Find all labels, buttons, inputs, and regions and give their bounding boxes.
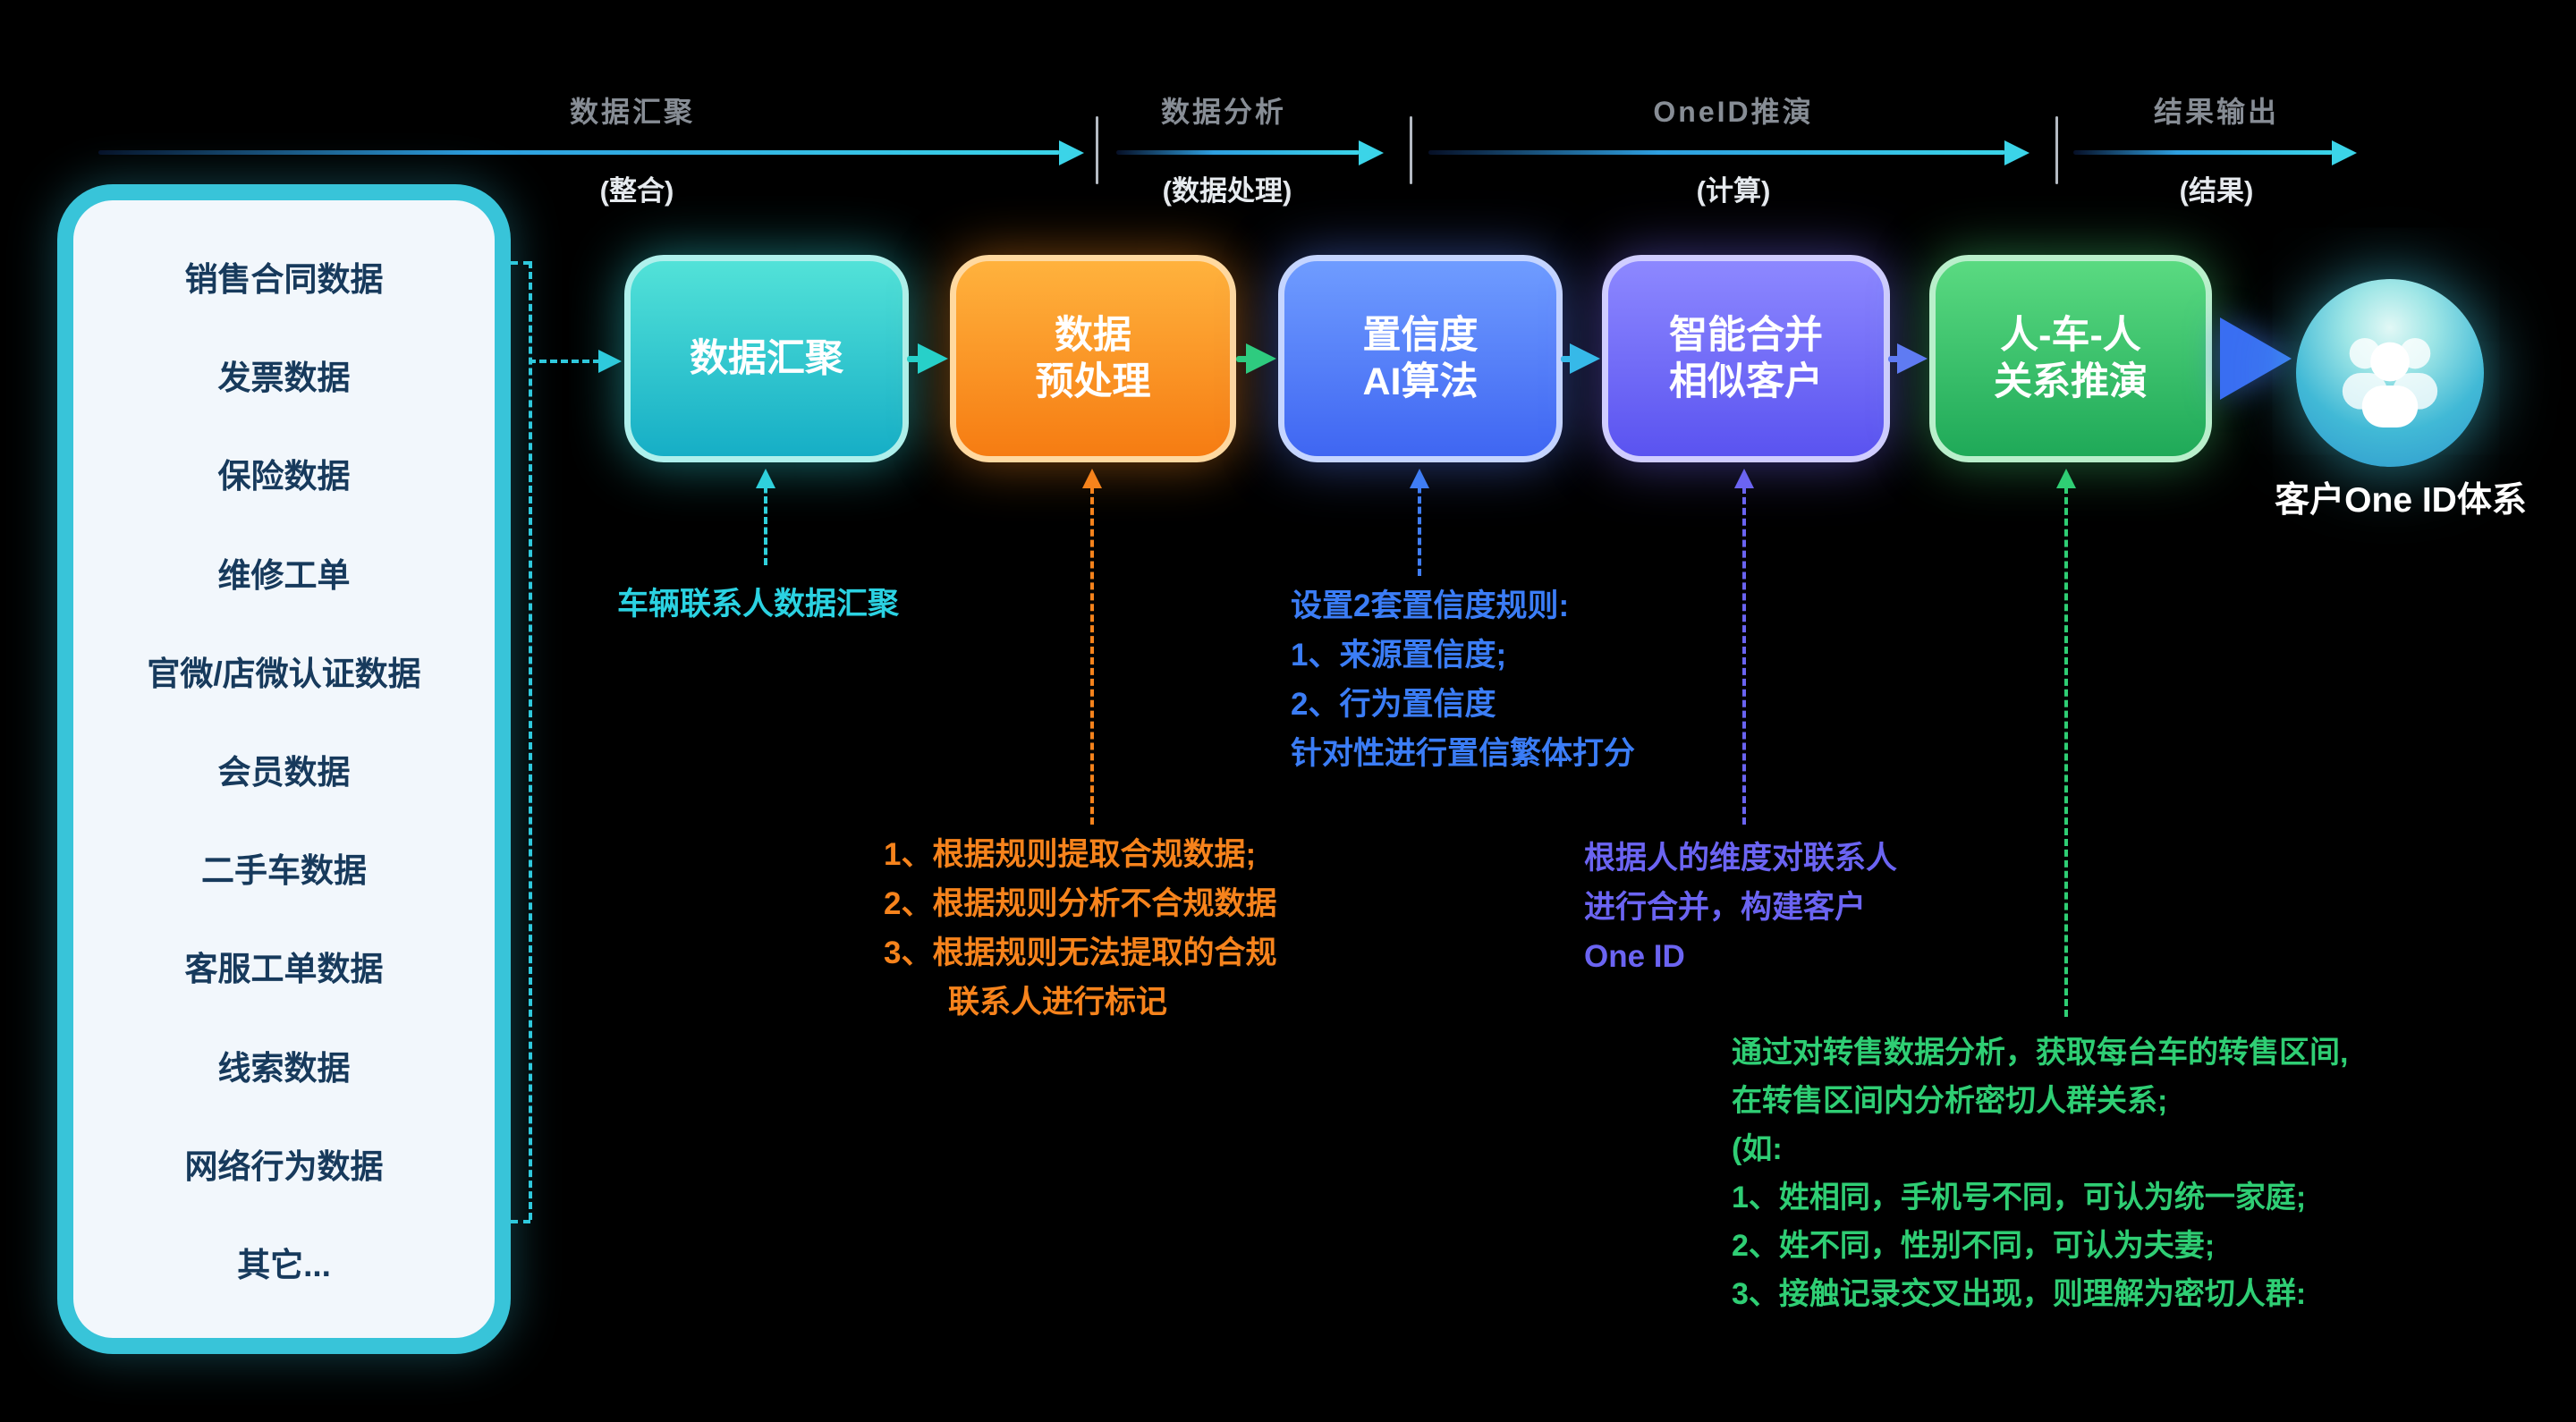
panel-to-step-arrow — [529, 360, 600, 363]
step-smart-merge: 智能合并 相似客户 — [1602, 255, 1890, 462]
source-item: 会员数据 — [217, 753, 351, 791]
source-item: 其它... — [237, 1246, 331, 1283]
result-label: 客户One ID体系 — [2275, 481, 2527, 520]
phase-2-arrow-line — [1116, 150, 1360, 155]
panel-connector-bottom — [511, 1220, 530, 1223]
flow-arrow-4 — [1897, 343, 1928, 374]
note-line: 2、姓不同，性别不同，可认为夫妻; — [1732, 1229, 2216, 1263]
panel-connector-top — [511, 261, 530, 265]
source-data-panel: 销售合同数据 发票数据 保险数据 维修工单 官微/店微认证数据 会员数据 二手车… — [57, 184, 511, 1354]
source-item: 网络行为数据 — [184, 1147, 384, 1185]
panel-connector-vertical — [529, 261, 532, 1220]
phase-3-sublabel: (计算) — [1696, 175, 1771, 207]
final-flow-arrow — [2220, 317, 2292, 400]
step-label: 关系推演 — [1994, 360, 2148, 403]
source-item: 保险数据 — [217, 458, 351, 495]
source-item: 二手车数据 — [201, 852, 367, 890]
step-label: 数据汇聚 — [690, 336, 843, 380]
note-relation: 通过对转售数据分析，获取每台车的转售区间, 在转售区间内分析密切人群关系; (如… — [1732, 1028, 2348, 1318]
source-item: 线索数据 — [217, 1049, 351, 1087]
note-merge: 根据人的维度对联系人 进行合并，构建客户 One ID — [1584, 834, 1897, 981]
source-item: 官微/店微认证数据 — [147, 655, 421, 692]
flow-arrow-2 — [1246, 343, 1276, 374]
note-line: 设置2套置信度规则: — [1291, 588, 1570, 623]
note-confidence: 设置2套置信度规则: 1、来源置信度; 2、行为置信度 针对性进行置信繁体打分 — [1291, 581, 1635, 778]
phase-2-label: 数据分析 — [1160, 96, 1287, 128]
note-line: 在转售区间内分析密切人群关系; — [1732, 1084, 2168, 1118]
phase-separator-2 — [1410, 116, 1412, 184]
phase-1-arrow-line — [98, 150, 1060, 155]
note-line: 2、行为置信度 — [1291, 687, 1496, 722]
source-item: 客服工单数据 — [184, 951, 384, 988]
step-label: 置信度 — [1362, 313, 1479, 357]
phase-2-sublabel: (数据处理) — [1162, 175, 1292, 207]
up-arrow-preprocess — [1082, 469, 1102, 825]
step-data-aggregation: 数据汇聚 — [624, 255, 909, 462]
step-label: 相似客户 — [1669, 360, 1823, 403]
note-line: 根据人的维度对联系人 — [1584, 841, 1898, 876]
source-item: 销售合同数据 — [184, 261, 384, 298]
note-line: 针对性进行置信繁体打分 — [1291, 736, 1636, 771]
note-line: 1、姓相同，手机号不同，可认为统一家庭; — [1732, 1181, 2307, 1215]
step-confidence-ai: 置信度 AI算法 — [1278, 255, 1563, 462]
step-person-car-relation: 人-车-人 关系推演 — [1929, 255, 2212, 462]
phase-3-label: OneID推演 — [1653, 96, 1814, 128]
note-aggregation: 车辆联系人数据汇聚 — [617, 580, 899, 629]
note-line: One ID — [1584, 939, 1685, 974]
flow-arrow-1-stem — [907, 356, 921, 362]
note-line: 进行合并，构建客户 — [1584, 890, 1867, 925]
note-line: (如: — [1732, 1132, 1783, 1166]
flow-arrow-4-stem — [1888, 356, 1901, 362]
note-line: 2、根据规则分析不合规数据 — [884, 886, 1277, 921]
result-avatar — [2296, 279, 2484, 467]
phase-4-sublabel: (结果) — [2179, 175, 2254, 207]
phase-3-arrow-line — [1428, 150, 2005, 155]
flow-arrow-3-stem — [1561, 356, 1573, 362]
up-arrow-confidence — [1410, 469, 1429, 576]
source-item: 维修工单 — [217, 556, 351, 594]
note-preprocess: 1、根据规则提取合规数据; 2、根据规则分析不合规数据 3、根据规则无法提取的合… — [884, 830, 1276, 1027]
phase-4-label: 结果输出 — [2153, 96, 2280, 128]
up-arrow-merge — [1734, 469, 1754, 825]
step-label: 数据 — [1055, 313, 1131, 357]
flow-arrow-1 — [918, 343, 948, 374]
note-line: 1、根据规则提取合规数据; — [884, 837, 1257, 872]
step-label: AI算法 — [1362, 360, 1479, 403]
source-item: 发票数据 — [217, 360, 351, 397]
up-arrow-relation — [2056, 469, 2076, 1017]
note-line: 3、根据规则无法提取的合规 — [884, 935, 1277, 970]
panel-to-step-arrowhead — [598, 350, 622, 373]
note-line: 3、接触记录交叉出现，则理解为密切人群: — [1732, 1277, 2307, 1311]
step-label: 人-车-人 — [2000, 313, 2141, 357]
step-label: 智能合并 — [1669, 313, 1823, 357]
flow-arrow-2-stem — [1236, 356, 1249, 362]
note-line: 通过对转售数据分析，获取每台车的转售区间, — [1732, 1036, 2349, 1070]
note-line: 1、来源置信度; — [1291, 638, 1507, 673]
phase-separator-1 — [1096, 116, 1098, 184]
flow-arrow-3 — [1570, 343, 1600, 374]
phase-1-sublabel: (整合) — [599, 175, 674, 207]
step-data-preprocessing: 数据 预处理 — [950, 255, 1236, 462]
phase-1-label: 数据汇聚 — [569, 96, 696, 128]
note-line: 车辆联系人数据汇聚 — [617, 587, 900, 622]
customers-group-icon — [2342, 337, 2438, 427]
phase-separator-3 — [2055, 116, 2058, 184]
up-arrow-aggregation — [756, 469, 775, 565]
step-label: 预处理 — [1035, 360, 1151, 403]
phase-4-arrow-line — [2073, 150, 2333, 155]
note-line: 联系人进行标记 — [948, 985, 1168, 1020]
